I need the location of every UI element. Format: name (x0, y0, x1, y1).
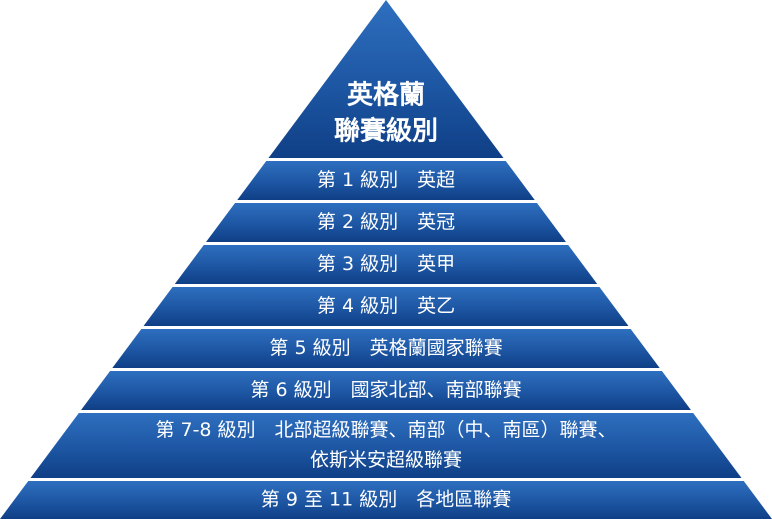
pyramid-tier-band (0, 481, 772, 519)
pyramid-tier-band (206, 203, 566, 242)
pyramid-title-line1: 英格蘭 (347, 80, 425, 111)
pyramid-tier-band (30, 413, 742, 478)
pyramid-title-line2: 聯賽級別 (334, 116, 438, 147)
tier-label: 第 7-8 級別 北部超級聯賽、南部（中、南區）聯賽、 (155, 419, 616, 441)
tier-label: 第 2 級別 英冠 (317, 211, 455, 233)
pyramid-tier-band (237, 161, 535, 200)
pyramid-tier-band (174, 245, 598, 284)
tier-label: 第 6 級別 國家北部、南部聯賽 (250, 379, 521, 401)
pyramid-tier-band (143, 287, 629, 326)
pyramid-tier-band (112, 329, 660, 368)
tier-label: 第 3 級別 英甲 (317, 253, 455, 275)
tier-label-line2: 依斯米安超級聯賽 (310, 449, 462, 471)
tier-label: 第 9 至 11 級別 各地區聯賽 (261, 489, 511, 511)
tier-label: 第 1 級別 英超 (317, 169, 455, 191)
tier-label: 第 4 級別 英乙 (317, 295, 455, 317)
tier-label: 第 5 級別 英格蘭國家聯賽 (269, 337, 502, 359)
pyramid-tier-band (81, 371, 691, 410)
pyramid-apex-band (268, 0, 504, 158)
